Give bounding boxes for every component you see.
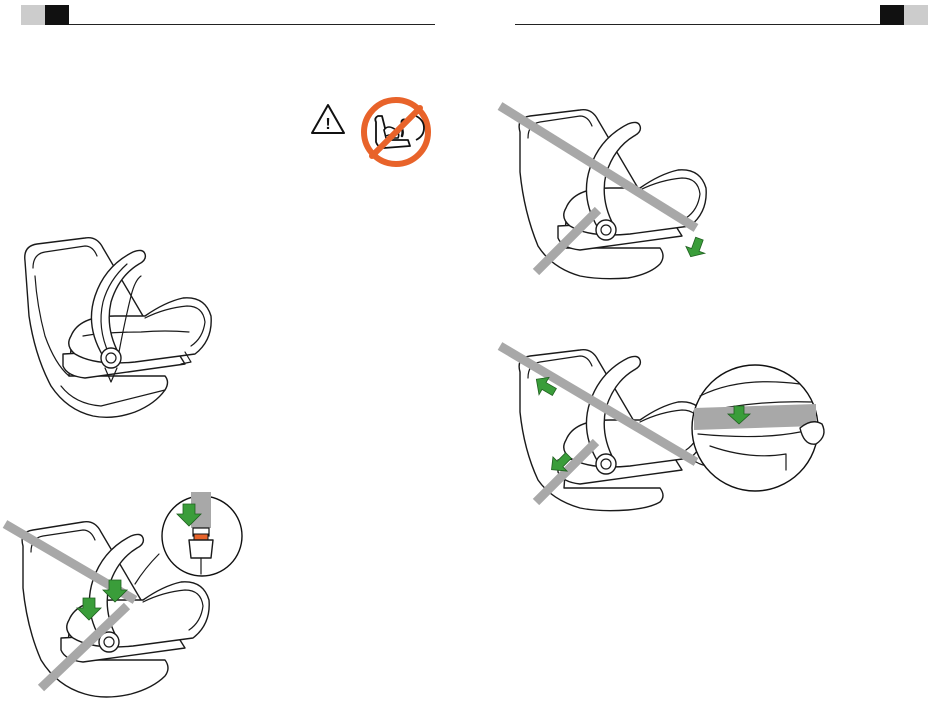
header-rule (69, 24, 435, 25)
right-page (475, 0, 950, 702)
warning-triangle-icon: ! (310, 102, 346, 136)
belt-clip-detail-step (500, 340, 852, 512)
infant-carrier-on-vehicle-seat (15, 236, 225, 428)
warning-glyph: ! (325, 116, 330, 133)
page-corner-marker-light (904, 5, 928, 25)
page-corner-marker-dark (880, 5, 904, 25)
no-airbag-icon (358, 96, 434, 168)
header-rule (515, 24, 880, 25)
page-corner-marker-dark (45, 5, 69, 25)
lap-belt-routing-with-buckle-detail (5, 488, 245, 700)
belt-tensioning-step (500, 100, 730, 280)
left-page: ! (0, 0, 475, 702)
page-corner-marker-light (21, 5, 45, 25)
